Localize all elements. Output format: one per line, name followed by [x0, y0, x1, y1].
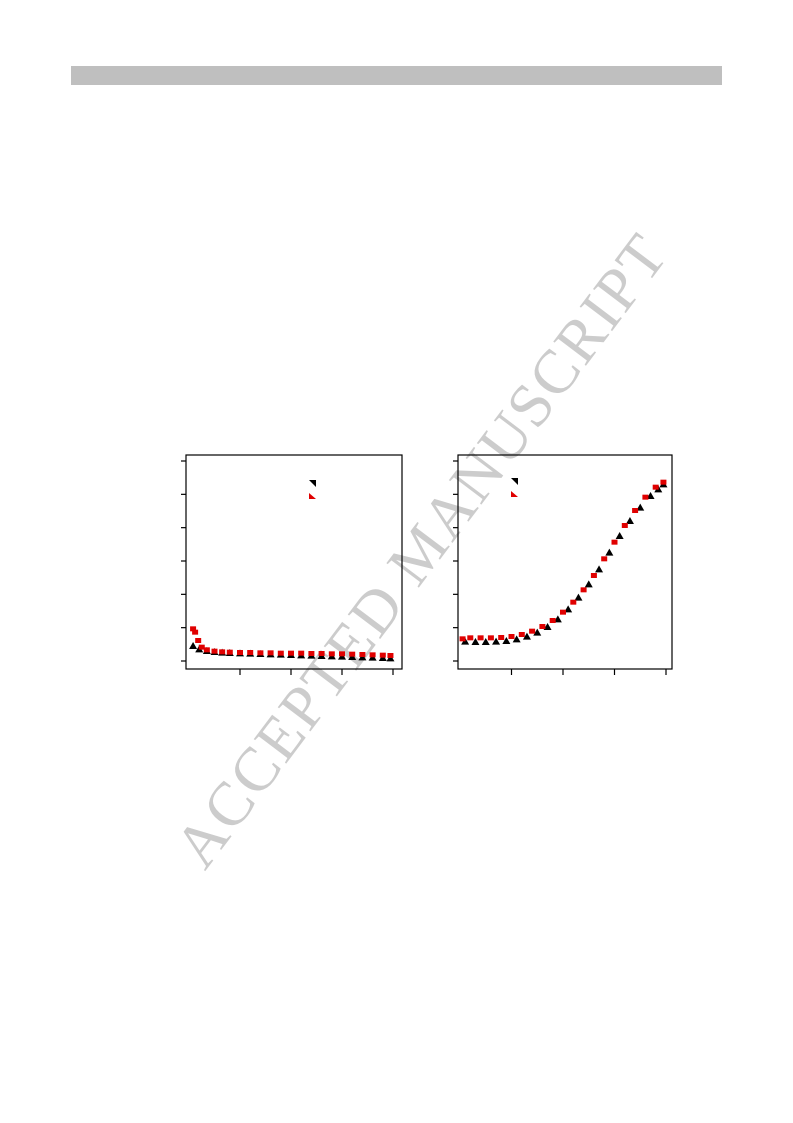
data-point — [529, 628, 536, 634]
data-point — [237, 650, 243, 655]
data-point — [539, 624, 546, 629]
data-point — [498, 635, 505, 640]
data-point — [590, 573, 597, 578]
data-point — [522, 632, 531, 640]
data-point — [564, 605, 573, 613]
data-point — [574, 593, 583, 601]
legend-marker — [511, 478, 518, 485]
header-bar — [71, 66, 722, 85]
data-point — [318, 651, 325, 656]
data-point — [477, 635, 484, 641]
data-point — [632, 508, 639, 513]
chart-right — [453, 454, 673, 675]
data-point — [190, 626, 197, 632]
data-point — [584, 580, 593, 588]
data-point — [611, 539, 618, 545]
data-point — [636, 503, 645, 511]
data-point — [459, 636, 466, 642]
data-point — [349, 651, 356, 657]
data-point — [379, 652, 386, 658]
plot-frame — [185, 454, 403, 670]
data-point — [549, 618, 556, 623]
data-point — [492, 637, 501, 645]
data-point — [288, 650, 294, 656]
data-point — [560, 609, 566, 615]
data-point — [615, 532, 624, 539]
data-point — [471, 638, 480, 645]
data-point — [580, 587, 587, 593]
data-point — [203, 647, 210, 653]
data-point — [570, 599, 577, 605]
data-point — [601, 556, 608, 562]
data-point — [467, 635, 474, 641]
data-point — [308, 651, 315, 656]
data-point — [543, 623, 552, 630]
data-point — [219, 649, 226, 655]
data-point — [518, 632, 525, 637]
data-point — [533, 628, 542, 636]
data-point — [369, 652, 376, 658]
data-point — [512, 635, 521, 643]
data-point — [646, 492, 655, 499]
data-point — [247, 650, 254, 655]
data-point — [625, 517, 634, 524]
data-point — [328, 651, 335, 657]
legend-marker — [309, 480, 316, 487]
data-point — [595, 565, 604, 573]
data-point — [226, 649, 233, 655]
data-point — [198, 644, 205, 650]
legend-marker — [309, 493, 316, 499]
data-point — [481, 638, 490, 645]
data-point — [211, 648, 218, 654]
data-point — [621, 523, 628, 528]
chart-left — [181, 454, 403, 675]
data-point — [189, 642, 198, 649]
data-point — [277, 650, 284, 656]
data-point — [387, 653, 394, 658]
data-point — [652, 484, 659, 490]
data-point — [502, 637, 511, 644]
data-point — [267, 650, 274, 656]
data-point — [359, 652, 366, 657]
data-point — [298, 650, 305, 656]
data-point — [257, 650, 264, 656]
data-point — [339, 651, 345, 657]
data-point — [508, 634, 515, 639]
data-point — [487, 635, 494, 641]
data-point — [192, 629, 199, 635]
data-point — [642, 494, 649, 500]
data-point — [660, 479, 667, 485]
plot-frame — [457, 454, 673, 670]
legend-marker — [511, 491, 518, 497]
data-point — [605, 548, 614, 556]
data-point — [553, 615, 562, 623]
data-point — [195, 638, 202, 643]
